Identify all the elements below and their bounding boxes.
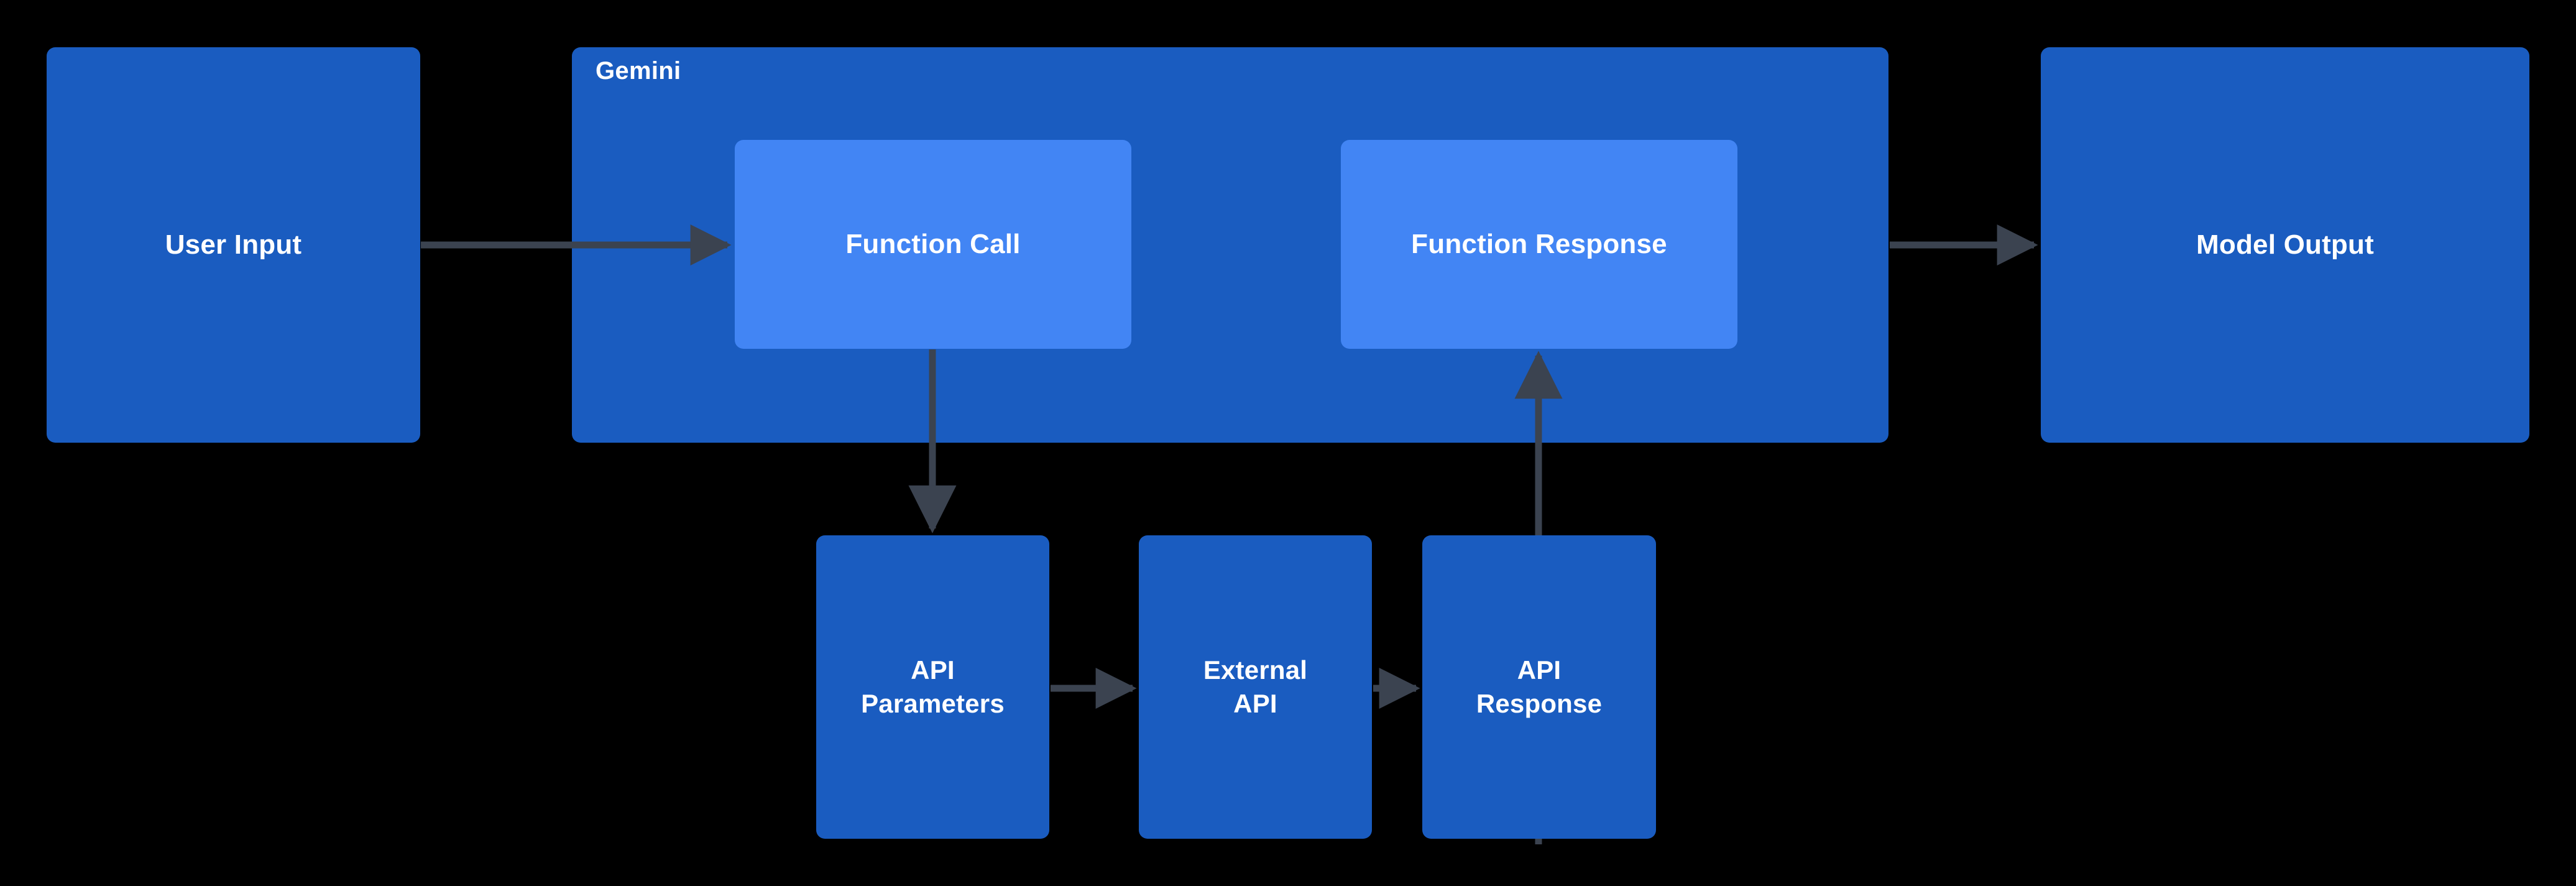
gemini-group-label: Gemini	[596, 57, 681, 85]
node-model-output[interactable]: Model Output	[2041, 47, 2529, 443]
node-function-call[interactable]: Function Call	[735, 140, 1131, 349]
node-function-response[interactable]: Function Response	[1341, 140, 1737, 349]
node-api-parameters[interactable]: API Parameters	[816, 535, 1049, 839]
node-user-input[interactable]: User Input	[47, 47, 420, 443]
node-api-response[interactable]: API Response	[1422, 535, 1656, 839]
node-external-api[interactable]: External API	[1139, 535, 1372, 839]
